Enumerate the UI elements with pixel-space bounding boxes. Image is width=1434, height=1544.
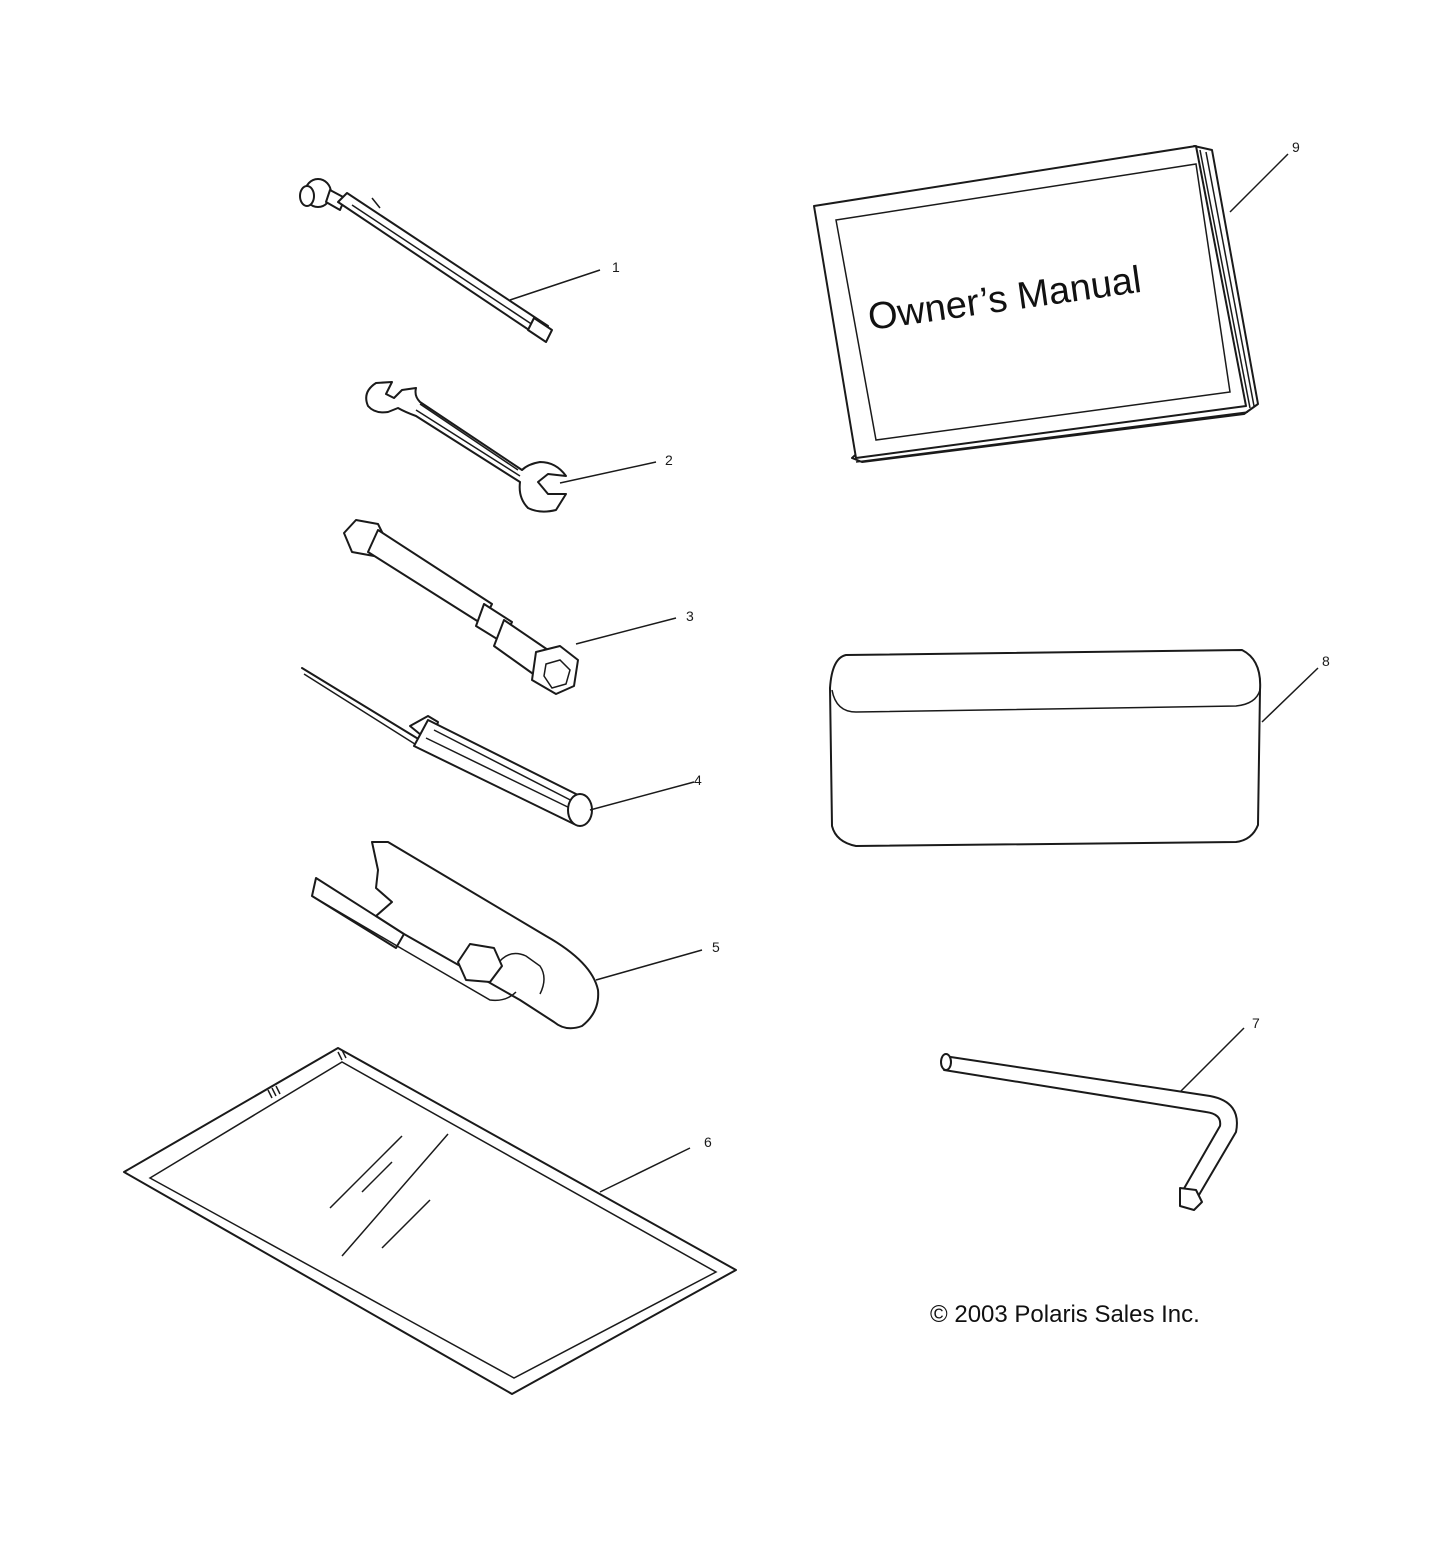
leader-line-5	[595, 949, 703, 981]
leader-line-6	[599, 1147, 691, 1193]
leader-line-2	[559, 461, 657, 484]
callout-5: 5	[712, 939, 720, 955]
callout-4: 4	[694, 772, 702, 788]
hex-key	[940, 1053, 1238, 1211]
screwdriver	[301, 667, 593, 827]
leader-line-4	[589, 781, 695, 811]
leader-line-9	[1229, 153, 1289, 213]
callout-6: 6	[704, 1134, 712, 1150]
callout-1: 1	[612, 259, 620, 275]
callout-8: 8	[1322, 653, 1330, 669]
spark-plug-socket	[343, 519, 579, 695]
tool-bag	[829, 649, 1262, 847]
callout-3: 3	[686, 608, 694, 624]
callout-7: 7	[1252, 1015, 1260, 1031]
tire-gauge	[299, 178, 553, 343]
copyright-notice: © 2003 Polaris Sales Inc.	[930, 1301, 1200, 1328]
document-pouch	[123, 1047, 737, 1395]
leader-line-1	[509, 269, 601, 301]
leader-line-8	[1261, 667, 1319, 723]
tool-holder	[311, 841, 600, 1030]
leader-line-7	[1179, 1027, 1245, 1093]
leader-line-3	[575, 617, 677, 645]
callout-2: 2	[665, 452, 673, 468]
open-end-wrench	[365, 381, 567, 513]
callout-9: 9	[1292, 139, 1300, 155]
owners-manual: Owner’s Manual	[813, 145, 1259, 463]
